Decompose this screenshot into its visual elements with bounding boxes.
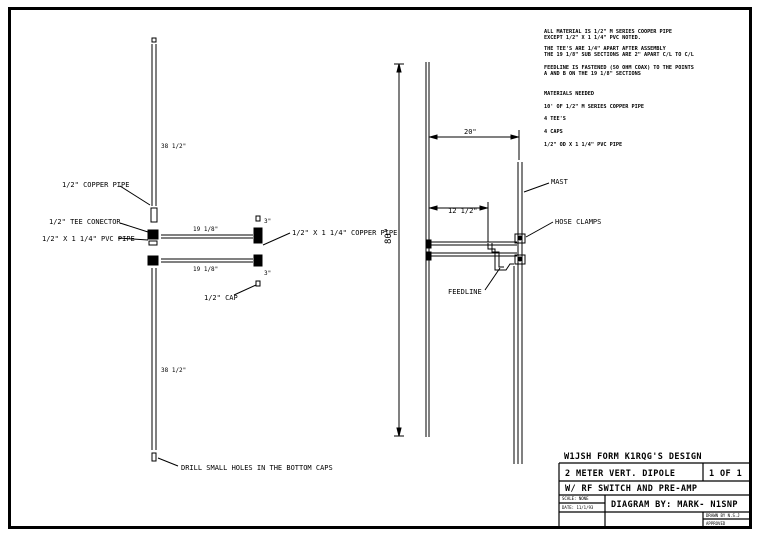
right-tee-upper	[253, 227, 263, 244]
note-line: ALL MATERIAL IS 1/2" M SERIES COOPER PIP…	[544, 29, 672, 35]
note-line: A AND B ON THE 19 1/8" SECTIONS	[544, 71, 641, 77]
note-line: THE TEE'S ARE 1/4" APART AFTER ASSEMBLY	[544, 46, 667, 52]
dipole-assembly-labels: 38 1/2" 38 1/2" 19 1/8" 19 1/8" 3" 3" 1/…	[42, 143, 397, 472]
leader-cap	[233, 284, 257, 296]
leader-mast	[523, 182, 550, 193]
scale-field: SCALE: NONE	[562, 496, 589, 501]
label-pvc-pipe: 1/2" X 1 1/4" PVC PIPE	[42, 235, 135, 243]
clamp-bolt	[517, 256, 523, 262]
title-block-text: W1JSH FORM K1RQG'S DESIGN 2 METER VERT. …	[562, 452, 742, 526]
sheet-border	[8, 7, 752, 529]
upper-coupling	[150, 207, 158, 223]
right-cap-lower	[255, 280, 261, 287]
clamp-bolt	[517, 235, 523, 241]
pvc-pipe-section	[148, 240, 158, 246]
mast-assembly-view	[394, 62, 554, 464]
upper-stub-dim: 19 1/8"	[193, 226, 218, 233]
label-mast: MAST	[551, 178, 569, 186]
leader-clamps	[525, 221, 554, 238]
drawn-by: DIAGRAM BY: MARK- N1SNP	[611, 500, 738, 510]
feedline-path	[487, 243, 514, 271]
dipole-assembly-view	[117, 37, 291, 467]
material-item: 10' OF 1/2" M SERIES COPPER PIPE	[544, 104, 644, 110]
materials-heading: MATERIALS NEEDED	[544, 91, 594, 97]
tee-lower-dim: 3"	[264, 270, 271, 277]
drawing-subtitle: W/ RF SWITCH AND PRE-AMP	[565, 484, 697, 494]
leader-copper-right	[262, 232, 291, 246]
checked-field: DRAWN BY N.S.J	[706, 513, 740, 518]
dim-arrow	[479, 205, 489, 211]
hose-clamp	[514, 254, 526, 265]
date-field: DATE: 11/1/93	[562, 505, 594, 510]
leader-feedline	[484, 267, 501, 291]
note-line: FEEDLINE IS FASTENED (50 OHM COAX) TO TH…	[544, 65, 694, 71]
tee-connector	[147, 229, 159, 240]
material-item: 1/2" OD X 1 1/4" PVC PIPE	[544, 142, 622, 148]
dim-arrow	[510, 134, 520, 140]
leader-pvc	[117, 237, 149, 241]
drawing-title: 2 METER VERT. DIPOLE	[565, 469, 675, 479]
lower-length-dim: 38 1/2"	[161, 367, 186, 374]
leader-tee	[119, 222, 149, 233]
label-hose-clamps: HOSE CLAMPS	[555, 218, 601, 226]
dim-arrow	[396, 63, 402, 73]
hose-clamp	[514, 233, 526, 244]
right-cap-upper	[255, 215, 261, 222]
dim-arrow	[428, 205, 438, 211]
tee-upper-dim: 3"	[264, 218, 271, 225]
standoff-dim: 20"	[464, 128, 477, 136]
material-item: 4 CAPS	[544, 129, 563, 135]
arm-joint	[426, 239, 432, 249]
leader-drill	[157, 457, 179, 467]
top-cap	[151, 37, 157, 43]
approved-field: APPROVED	[706, 521, 726, 526]
title-block	[558, 462, 750, 527]
label-feedline: FEEDLINE	[448, 288, 482, 296]
label-drill-holes: DRILL SMALL HOLES IN THE BOTTOM CAPS	[181, 464, 333, 472]
drawing-header: W1JSH FORM K1RQG'S DESIGN	[564, 452, 702, 462]
bottom-cap	[151, 452, 157, 462]
leader-copper-pipe	[119, 185, 151, 206]
note-line: THE 19 1/8" SUB SECTIONS ARE 2" APART C/…	[544, 52, 694, 58]
material-item: 4 TEE'S	[544, 116, 566, 122]
right-tee-lower	[253, 254, 263, 267]
dim-arrow	[396, 427, 402, 437]
tee-connector-lower	[147, 255, 159, 266]
label-copper-right: 1/2" X 1 1/4" COPPER PIPE	[292, 229, 397, 237]
notes-block: ALL MATERIAL IS 1/2" M SERIES COOPER PIP…	[544, 29, 694, 148]
dim-arrow	[428, 134, 438, 140]
feedline-path	[491, 243, 504, 268]
note-line: EXCEPT 1/2" X 1 1/4" PVC NOTED.	[544, 35, 641, 41]
label-copper-pipe: 1/2" COPPER PIPE	[62, 181, 129, 189]
upper-length-dim: 38 1/2"	[161, 143, 186, 150]
lower-stub-dim: 19 1/8"	[193, 266, 218, 273]
sheet-number: 1 OF 1	[709, 469, 742, 479]
mast-assembly-labels: 80" 20" 12 1/2" MAST HOSE CLAMPS FEEDLIN…	[384, 128, 601, 296]
total-height-dim: 80"	[384, 228, 394, 244]
inner-dim: 12 1/2"	[448, 207, 478, 215]
arm-joint	[426, 251, 432, 261]
label-tee-connector: 1/2" TEE CONECTOR	[49, 218, 121, 226]
label-cap: 1/2" CAP	[204, 294, 238, 302]
